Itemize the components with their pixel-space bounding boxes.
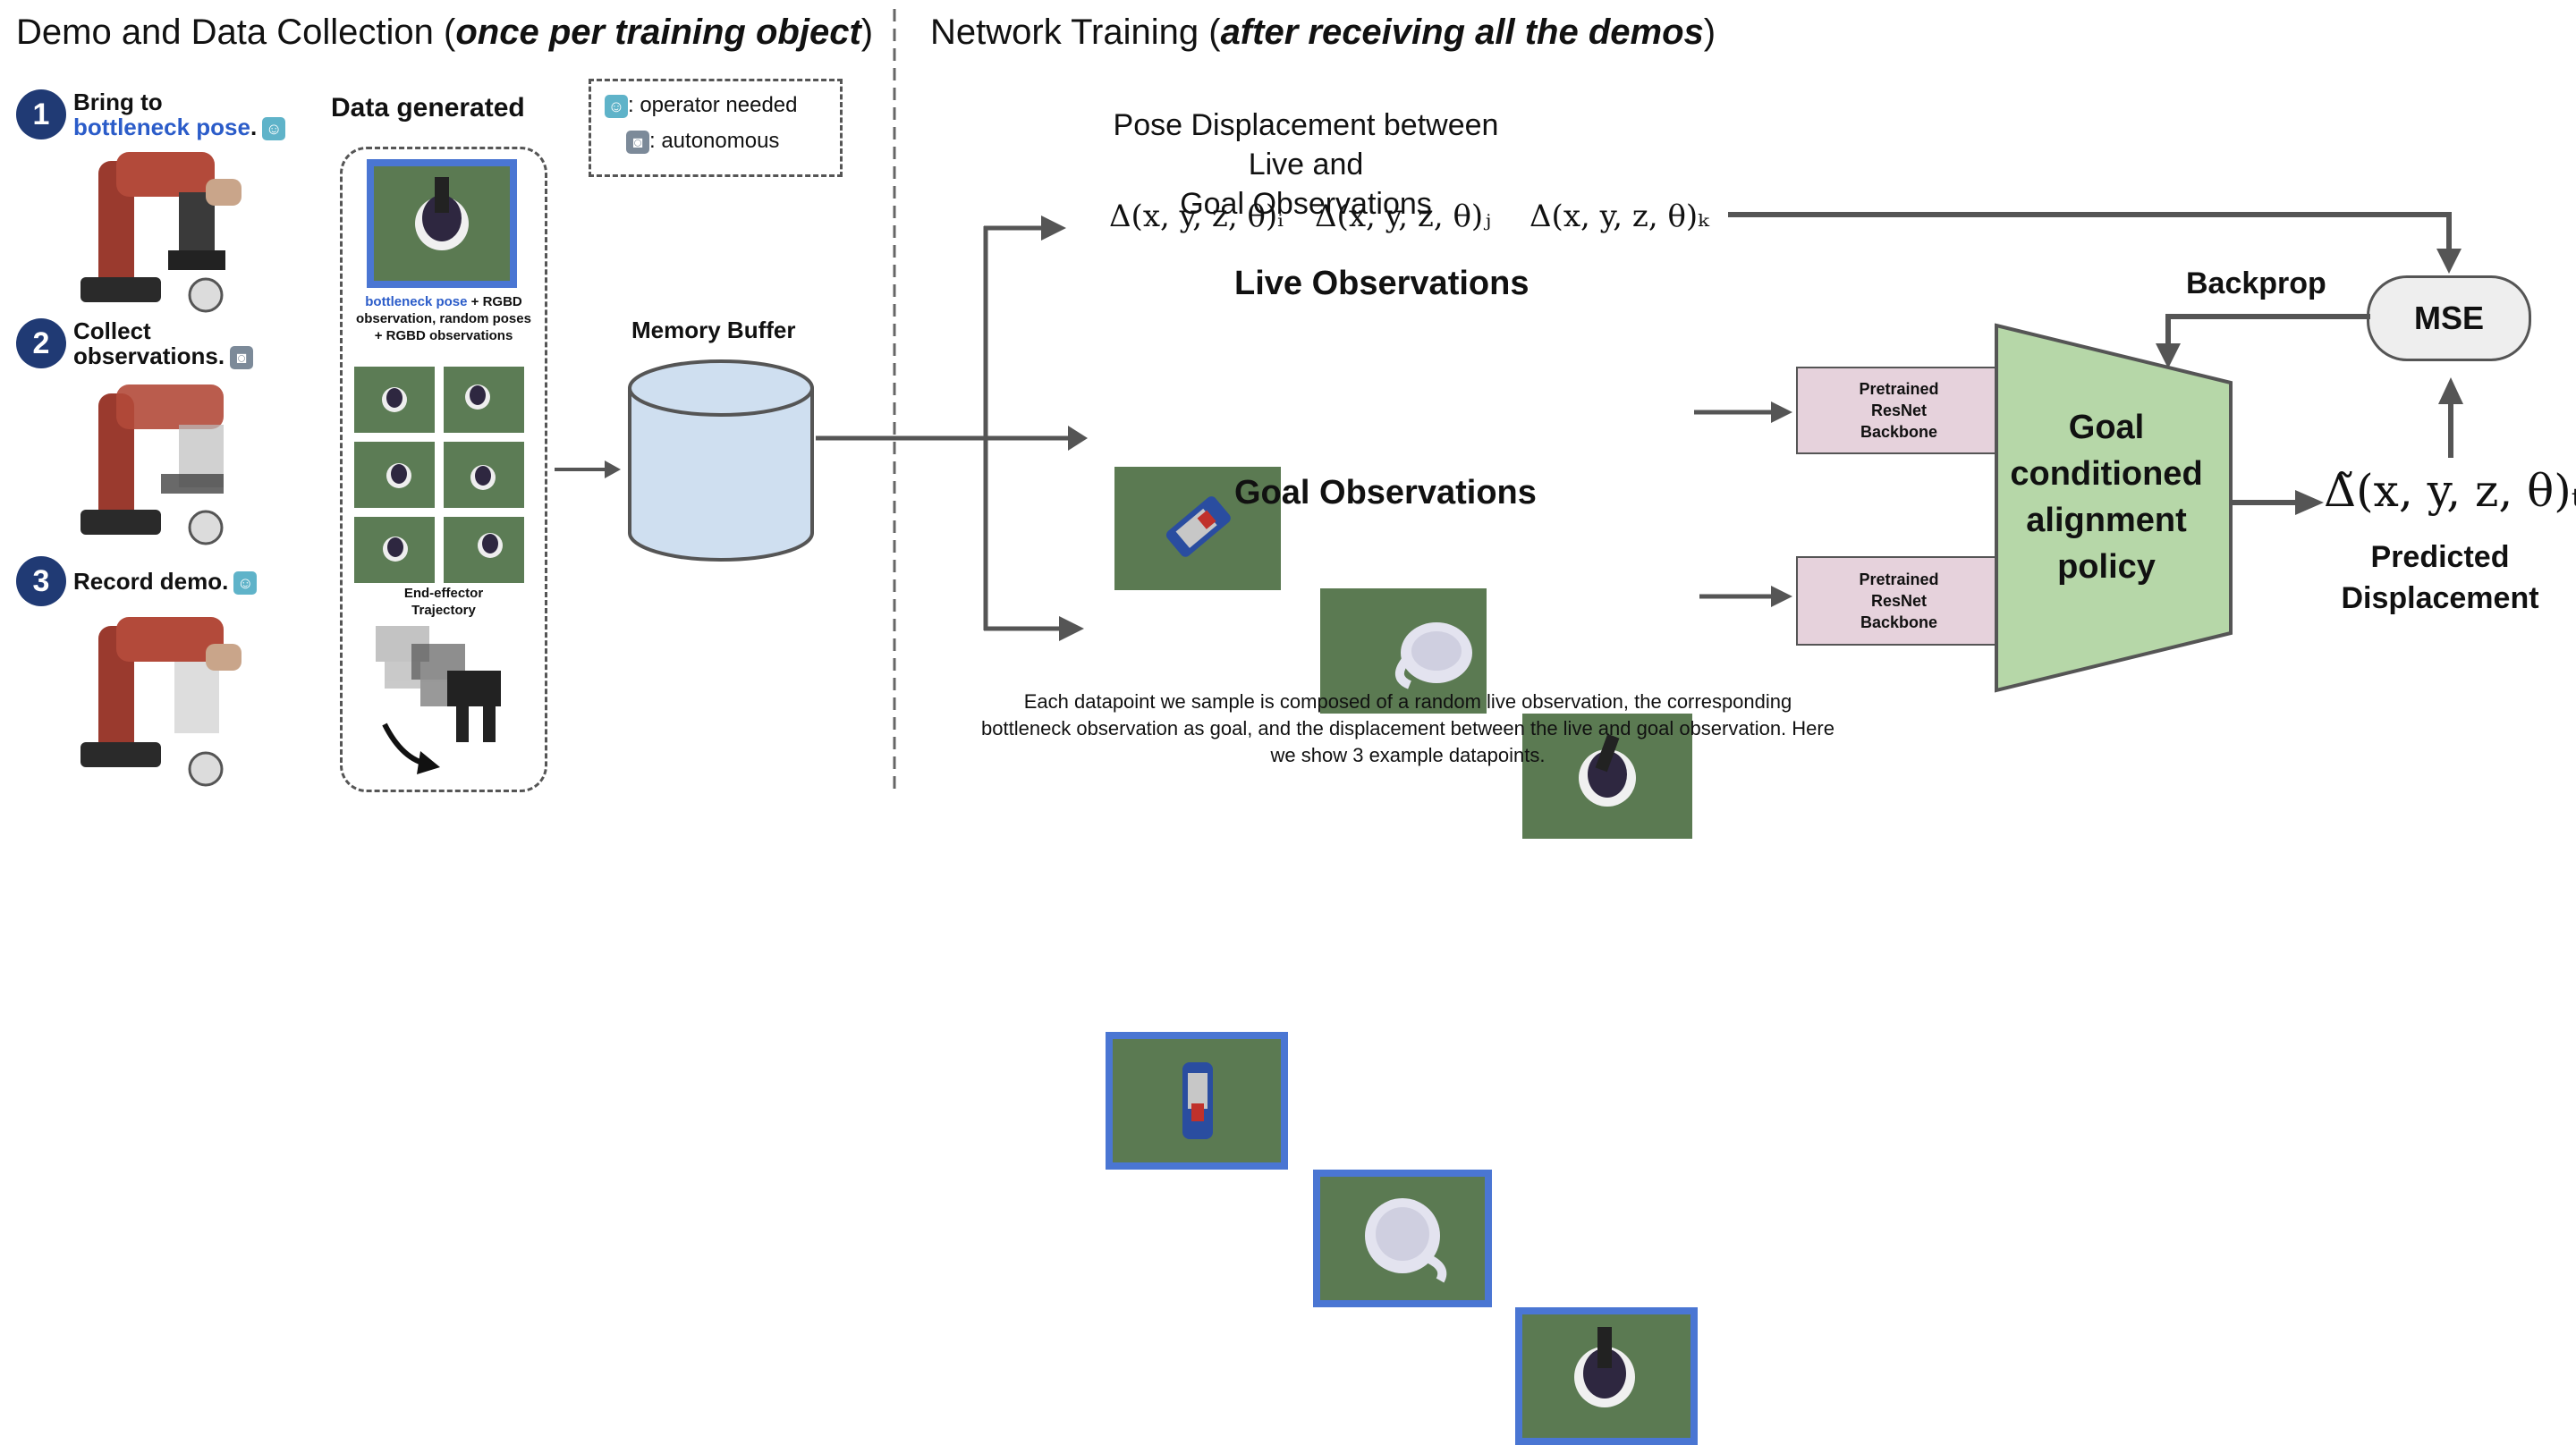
left-section-title: Demo and Data Collection (once per train… xyxy=(16,13,874,52)
random-pose-thumbnail xyxy=(354,442,435,508)
memory-buffer-label: Memory Buffer xyxy=(631,317,796,343)
robot-icon: ◙ xyxy=(626,130,649,154)
legend-operator: ☺: operator needed xyxy=(605,93,797,118)
bottleneck-observation-image xyxy=(367,159,517,288)
live-observation-image-2 xyxy=(1320,588,1487,714)
pose-displacement-formula-j: Δ(x, y, z, θ)ⱼ xyxy=(1315,199,1492,234)
pose-displacement-formula-i: Δ(x, y, z, θ)ᵢ xyxy=(1109,199,1284,234)
random-pose-thumbnail xyxy=(444,517,524,583)
robot-arm-image-2 xyxy=(80,384,224,545)
backprop-label: Backprop xyxy=(2186,266,2326,300)
predicted-displacement-label: Predicted Displacement xyxy=(2341,540,2539,615)
kettle-top-view xyxy=(415,177,469,250)
arrow-mse-backprop xyxy=(2156,314,2370,368)
pose-displacement-formula-k: Δ(x, y, z, θ)ₖ xyxy=(1530,199,1709,234)
end-effector-trajectory-label: End-effector Trajectory xyxy=(403,586,484,618)
random-pose-thumbnail xyxy=(444,367,524,433)
goal-observation-image-2 xyxy=(1313,1170,1492,1307)
step-1: 1 xyxy=(16,89,66,139)
random-pose-thumbnail xyxy=(444,442,524,508)
step-3: 3 xyxy=(16,556,66,606)
memory-buffer-cylinder xyxy=(628,359,814,562)
step-2: 2 xyxy=(16,318,66,368)
arrow-to-memory-buffer xyxy=(555,461,621,478)
arrow-live-to-backbone xyxy=(1694,401,1792,423)
legend-autonomous: ◙: autonomous xyxy=(626,129,779,154)
goal-observations-title: Goal Observations xyxy=(1234,474,1537,511)
random-pose-thumbnail xyxy=(354,517,435,583)
step-2-text: Collect observations.◙ xyxy=(73,318,306,370)
robot-icon: ◙ xyxy=(230,346,254,370)
mse-loss-node: MSE xyxy=(2367,275,2531,361)
data-generated-title: Data generated xyxy=(331,93,525,123)
end-effector-trajectory-image xyxy=(376,626,501,774)
step-3-text: Record demo.☺ xyxy=(73,569,306,596)
step-number-badge: 2 xyxy=(16,318,66,368)
predicted-displacement-formula: Δ̃(x, y, z, θ)ₜ xyxy=(2324,465,2576,517)
bottleneck-caption: bottleneck pose + RGBD observation, rand… xyxy=(356,294,531,343)
operator-icon: ☺ xyxy=(605,94,628,118)
legend-box xyxy=(589,79,843,177)
goal-conditioned-policy-shape xyxy=(1995,323,2233,693)
robot-arm-image-1 xyxy=(80,152,242,313)
arrow-goal-to-backbone xyxy=(1699,586,1792,607)
arrow-policy-to-output xyxy=(2233,490,2324,515)
goal-observation-image-3 xyxy=(1515,1307,1698,1445)
goal-observation-image-1 xyxy=(1106,1032,1288,1170)
step-number-badge: 1 xyxy=(16,89,66,139)
arrow-output-to-mse xyxy=(2438,377,2463,458)
step-1-text: Bring to bottleneck pose.☺ xyxy=(73,89,306,141)
live-observations-title: Live Observations xyxy=(1234,265,1530,302)
goal-conditioned-policy-label: Goal conditioned alignment policy xyxy=(2010,409,2203,586)
operator-icon: ☺ xyxy=(233,571,258,596)
section-divider xyxy=(893,9,896,796)
operator-icon: ☺ xyxy=(262,117,286,141)
data-generated-panel xyxy=(340,147,547,792)
live-observation-image-1 xyxy=(1114,467,1281,590)
random-pose-thumbnails xyxy=(354,367,533,583)
robot-arm-image-3 xyxy=(80,617,242,787)
random-pose-thumbnail xyxy=(354,367,435,433)
arrow-displacement-to-mse xyxy=(1728,212,2462,274)
datapoint-caption: Each datapoint we sample is composed of … xyxy=(981,690,1835,766)
right-section-title: Network Training (after receiving all th… xyxy=(930,13,1716,52)
pose-displacement-title: Pose Displacement between Live and Goal … xyxy=(1113,108,1499,221)
step-number-badge: 3 xyxy=(16,556,66,606)
branch-arrows xyxy=(816,215,1088,641)
